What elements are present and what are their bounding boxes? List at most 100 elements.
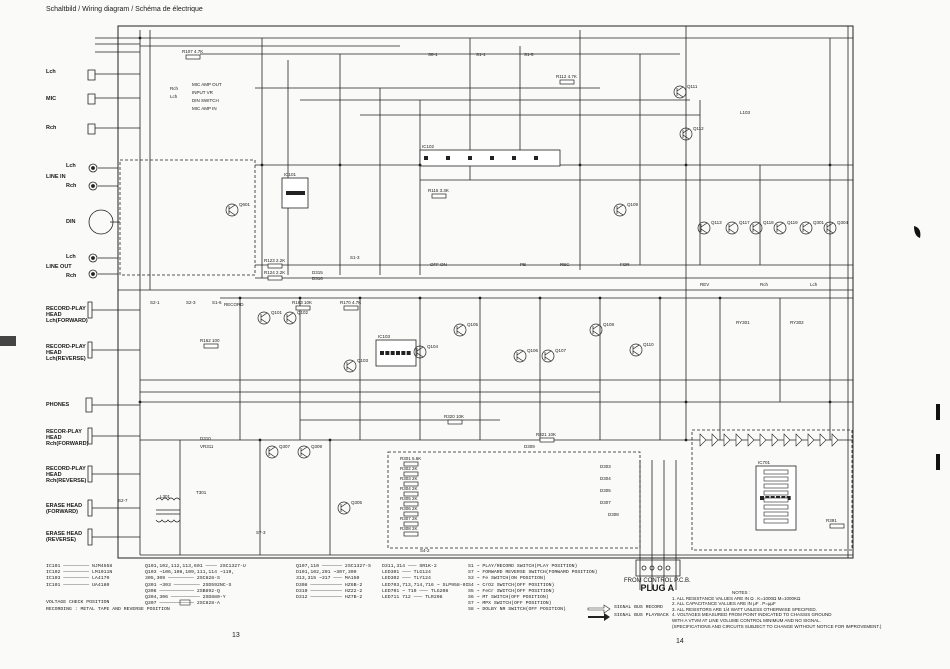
block-mic-amp-out: MIC AMP OUT: [192, 82, 222, 87]
component-label: L103: [740, 110, 751, 115]
transistor-label: Q118: [763, 220, 774, 225]
led-symbol: [783, 433, 791, 447]
junction-dot: [684, 400, 688, 404]
resistor-body: [403, 511, 419, 517]
diode-legend-row: Q107,110 ——————— 2SC1327-S: [296, 564, 371, 569]
label-rec-play-head-lch-forward: RECORD-PLAY HEAD Lch(FORWARD): [46, 306, 88, 324]
ic-pin: [385, 351, 390, 355]
transistor-label: Q101: [271, 310, 283, 315]
resistor-body: [403, 461, 419, 467]
routing-label: Rch: [170, 86, 179, 91]
transistor-symbol: [343, 359, 357, 373]
junction-dot: [418, 163, 422, 167]
ic-pin: [295, 191, 299, 195]
led-sub-board: [691, 429, 853, 551]
diode-legend-row: D101,102,201 ~307,309: [296, 570, 357, 576]
transistor-leads: [700, 222, 708, 234]
junction-dot: [538, 296, 542, 300]
junction-dot: [598, 296, 602, 300]
ic-pin: [424, 156, 428, 160]
transistor-symbol: [799, 221, 813, 235]
transistor-leads: [776, 222, 784, 234]
routing-label: REV: [700, 282, 710, 287]
junction-dot: [828, 400, 832, 404]
label-mic: MIC: [46, 96, 57, 102]
transistor-label: Q304: [837, 220, 849, 225]
component-label: L301: [160, 494, 171, 499]
label-rch-top: Rch: [46, 125, 57, 131]
led-symbol: [711, 433, 719, 447]
resistor-body: [403, 531, 419, 537]
ic-legend-row: IC101 ————————— UA4180: [46, 582, 110, 588]
junction-dot: [828, 163, 832, 167]
diagram-title: Schaltbild / Wiring diagram / Schéma de …: [46, 6, 203, 13]
resistor-label: R303 2K: [400, 476, 418, 481]
resistor-body: [829, 523, 845, 529]
resistor-body: [403, 481, 419, 487]
led-segment: [763, 511, 789, 517]
resistor-label: R305 2K: [400, 496, 418, 501]
switch-legend: S1 ~ PLAY/RECORD SWITCH(PLAY POSITION) S…: [468, 564, 598, 614]
led-symbol: [735, 433, 743, 447]
junction-dot: [298, 296, 302, 300]
resistor-label: R112 4.7K: [556, 74, 577, 79]
transistor-leads: [592, 324, 600, 336]
signal-bus-legend-arrows: [587, 604, 611, 621]
routing-label: OFF: [430, 262, 439, 267]
routing-label: Lch: [810, 282, 818, 287]
junction-dot: [684, 438, 688, 442]
switch-label: S7-3: [256, 530, 266, 535]
transistor-label: Q307: [279, 444, 291, 449]
transistor-symbol: [337, 501, 351, 515]
transistor-label: Q113: [711, 220, 722, 225]
label-phones: PHONES: [46, 402, 70, 408]
notes-block: NOTES : 1. ALL RESISTANCE VALUES ARE IN …: [672, 590, 881, 629]
resistor-label: R308 2K: [400, 526, 418, 531]
switch-label: S1-3: [350, 255, 360, 260]
switch-label: S2-3: [186, 300, 196, 305]
switch-label: S1-1: [476, 52, 486, 57]
switch-legend-row: S8 ~ DOLBY NR SWITCH(OFF POSITION): [468, 607, 566, 613]
resistor-body: [403, 521, 419, 527]
scan-edge-marks: [0, 226, 940, 470]
transistor-symbol: [257, 311, 271, 325]
transistor-legend: Q101,102,112,113,601 ———— 2SC1327-U Q103…: [145, 564, 246, 607]
resistor-body: [203, 343, 219, 349]
notes-footer: (SPECIFICATIONS AND CIRCUITS SUBJECT TO …: [672, 623, 882, 629]
junction-dot: [138, 400, 142, 404]
resistor-body: [403, 471, 419, 477]
transistor-label: Q102: [297, 310, 309, 315]
label-line-in: LINE IN: [46, 174, 66, 180]
ic-label: IC103: [378, 334, 391, 339]
label-rch-line-out: Rch: [66, 273, 77, 279]
board-outline: [117, 25, 854, 559]
transistor-label: Q107: [555, 348, 567, 353]
transistor-symbol: [225, 203, 239, 217]
ic-pin: [446, 156, 450, 160]
ic-legend-row: IC102 ————————— LM1011N: [46, 570, 113, 576]
label-lch-line-in: Lch: [66, 163, 76, 169]
label-line-out: LINE OUT: [46, 264, 72, 270]
recording-note: RECORDING : METAL TAPE AND REVERSE POSIT…: [46, 607, 170, 612]
label-lch-top: Lch: [46, 69, 56, 75]
junction-dot: [138, 36, 142, 40]
transistor-leads: [752, 222, 760, 234]
block-input-vr: INPUT VR: [192, 90, 213, 95]
resistor-label: R302 2K: [400, 466, 418, 471]
switch-label: S4-2: [420, 548, 430, 553]
component-label: RY301: [736, 320, 750, 325]
routing-label: ON: [440, 262, 447, 267]
transistor-leads: [632, 344, 640, 356]
transistor-symbol: [541, 349, 555, 363]
resistor-label: R321 10K: [536, 432, 557, 437]
resistor-label: R163 10K: [292, 300, 313, 305]
transistor-symbol: [297, 445, 311, 459]
voltage-check-marker: [179, 599, 191, 606]
junction-dot: [718, 296, 722, 300]
ic-pin: [512, 156, 516, 160]
component-label: T301: [196, 490, 207, 495]
transistor-symbol: [283, 311, 297, 325]
transistor-legend-row: Q101,102,112,113,601 ———— 2SC1327-U: [145, 564, 246, 569]
routing-label: Rch: [760, 282, 769, 287]
junction-dot: [358, 296, 362, 300]
